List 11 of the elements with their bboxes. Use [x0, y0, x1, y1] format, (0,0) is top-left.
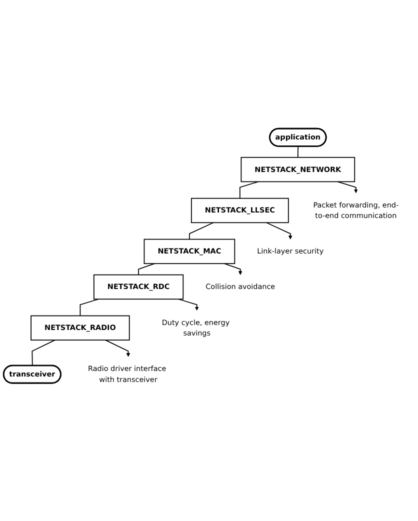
arrow — [337, 182, 358, 194]
connector — [297, 146, 299, 158]
arrow — [224, 263, 242, 276]
arrow — [104, 340, 130, 358]
arrow — [266, 222, 292, 240]
connector — [32, 340, 56, 366]
arrow — [178, 298, 199, 311]
connector — [80, 298, 100, 316]
connector — [239, 182, 259, 200]
connector — [189, 222, 214, 240]
connector — [138, 263, 156, 276]
